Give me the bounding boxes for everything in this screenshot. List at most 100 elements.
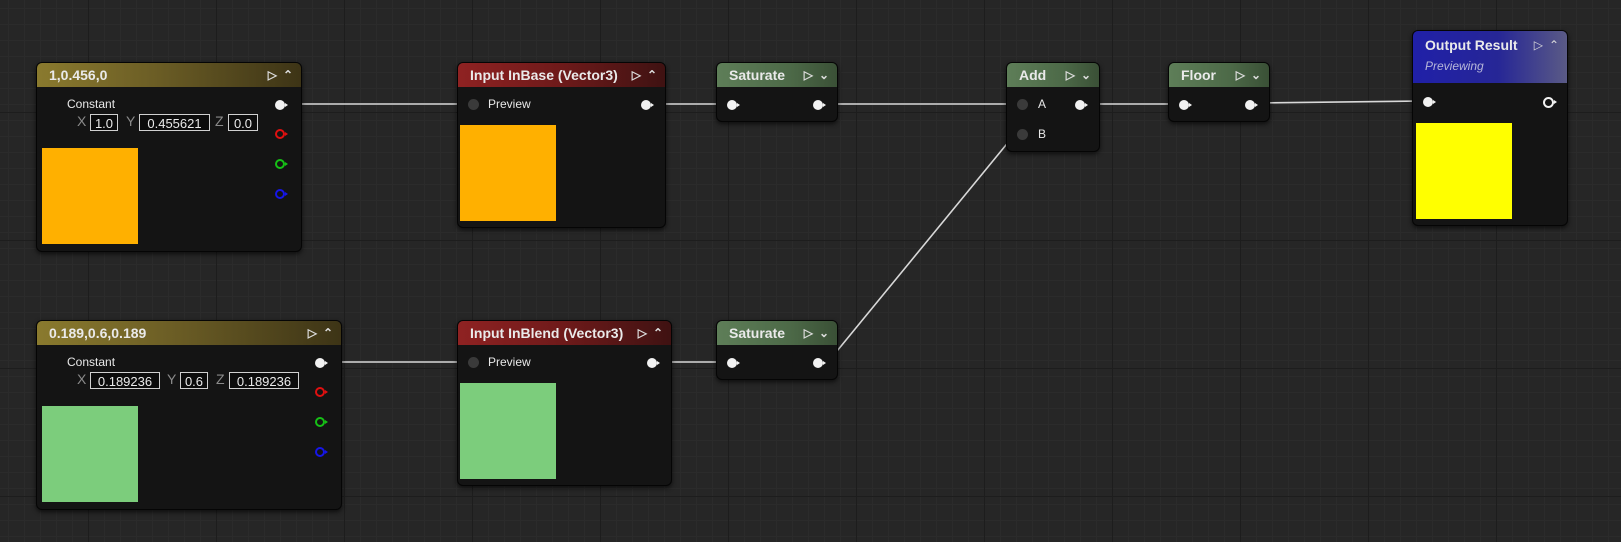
input-pin[interactable] xyxy=(727,100,740,110)
output-pin-rgb[interactable] xyxy=(315,358,328,368)
preview-label: Preview xyxy=(488,97,531,111)
preview-input-pin[interactable] xyxy=(468,357,479,368)
expand-icon[interactable]: ⌄ xyxy=(1080,68,1091,82)
output-pin[interactable] xyxy=(1543,97,1557,108)
header-controls: ▷⌃ xyxy=(626,63,657,87)
output-pin-rgb[interactable] xyxy=(275,100,288,110)
saturate-node-1[interactable]: Saturate ▷⌄ xyxy=(716,62,838,122)
x-axis-label: X xyxy=(77,371,87,387)
node-title: Input InBlend (Vector3) xyxy=(470,325,624,341)
node-title: Add xyxy=(1019,67,1047,83)
node-title: Input InBase (Vector3) xyxy=(470,67,618,83)
header-controls: ▷⌃ xyxy=(302,321,333,345)
header-controls: ▷⌄ xyxy=(798,321,829,345)
wire-floor-to-output xyxy=(1257,100,1423,104)
header-controls: ▷⌄ xyxy=(798,63,829,87)
node-header[interactable]: Saturate ▷⌄ xyxy=(717,321,837,345)
floor-node[interactable]: Floor ▷⌄ xyxy=(1168,62,1270,122)
collapse-icon[interactable]: ⌃ xyxy=(652,326,663,340)
output-pin[interactable] xyxy=(813,358,826,368)
node-header[interactable]: Add ▷⌄ xyxy=(1007,63,1099,87)
collapse-icon[interactable]: ⌃ xyxy=(282,68,293,82)
header-controls: ▷⌃ xyxy=(632,321,663,345)
node-title: 0.189,0.6,0.189 xyxy=(49,325,147,341)
header-controls: ▷⌃ xyxy=(262,63,293,87)
previewing-label: Previewing xyxy=(1425,59,1484,73)
output-pin-g[interactable] xyxy=(315,417,328,427)
node-header[interactable]: Input InBlend (Vector3) ▷⌃ xyxy=(458,321,671,345)
output-pin[interactable] xyxy=(647,358,660,368)
z-value-field[interactable]: 0.0 xyxy=(228,114,258,131)
output-pin[interactable] xyxy=(1245,100,1258,110)
node-title: Floor xyxy=(1181,67,1216,83)
preview-input-pin[interactable] xyxy=(468,99,479,110)
header-controls: ▷⌄ xyxy=(1060,63,1091,87)
color-preview-swatch xyxy=(1416,123,1512,219)
constant-node-1[interactable]: 1,0.456,0 ▷⌃ Constant X 1.0 Y 0.455621 Z… xyxy=(36,62,302,252)
output-pin-b[interactable] xyxy=(275,189,288,199)
y-value-field[interactable]: 0.455621 xyxy=(139,114,210,131)
collapse-icon[interactable]: ⌃ xyxy=(322,326,333,340)
node-title: 1,0.456,0 xyxy=(49,67,108,83)
input-pin-b[interactable] xyxy=(1017,129,1028,140)
input-inbase-node[interactable]: Input InBase (Vector3) ▷⌃ Preview xyxy=(457,62,666,228)
expand-icon[interactable]: ⌄ xyxy=(818,326,829,340)
color-preview-swatch xyxy=(42,148,138,244)
output-pin[interactable] xyxy=(813,100,826,110)
add-node[interactable]: Add ▷⌄ A B xyxy=(1006,62,1100,152)
constant-node-2[interactable]: 0.189,0.6,0.189 ▷⌃ Constant X 0.189236 Y… xyxy=(36,320,342,510)
preview-toggle-icon[interactable]: ▷ xyxy=(637,326,647,340)
z-axis-label: Z xyxy=(215,113,224,129)
node-header[interactable]: Floor ▷⌄ xyxy=(1169,63,1269,87)
node-header[interactable]: 0.189,0.6,0.189 ▷⌃ xyxy=(37,321,341,345)
preview-label: Preview xyxy=(488,355,531,369)
color-preview-swatch xyxy=(42,406,138,502)
y-value-field[interactable]: 0.6 xyxy=(180,372,208,389)
x-value-field[interactable]: 1.0 xyxy=(90,114,118,131)
color-preview-swatch xyxy=(460,125,556,221)
node-title: Output Result xyxy=(1425,37,1518,53)
preview-toggle-icon[interactable]: ▷ xyxy=(1533,38,1543,52)
node-header[interactable]: Saturate ▷⌄ xyxy=(717,63,837,87)
output-pin-b[interactable] xyxy=(315,447,328,457)
output-result-node[interactable]: Output Result Previewing ▷⌃ xyxy=(1412,30,1568,226)
output-pin[interactable] xyxy=(1075,100,1088,110)
output-pin[interactable] xyxy=(641,100,654,110)
saturate-node-2[interactable]: Saturate ▷⌄ xyxy=(716,320,838,380)
collapse-icon[interactable]: ⌃ xyxy=(1548,38,1559,52)
preview-toggle-icon[interactable]: ▷ xyxy=(803,68,813,82)
preview-toggle-icon[interactable]: ▷ xyxy=(803,326,813,340)
node-header[interactable]: 1,0.456,0 ▷⌃ xyxy=(37,63,301,87)
preview-toggle-icon[interactable]: ▷ xyxy=(1235,68,1245,82)
node-header[interactable]: Output Result Previewing ▷⌃ xyxy=(1413,31,1567,83)
x-axis-label: X xyxy=(77,113,87,129)
input-pin[interactable] xyxy=(1179,100,1192,110)
pin-b-label: B xyxy=(1038,127,1047,141)
collapse-icon[interactable]: ⌃ xyxy=(646,68,657,82)
x-value-field[interactable]: 0.189236 xyxy=(90,372,160,389)
output-pin-r[interactable] xyxy=(275,129,288,139)
y-axis-label: Y xyxy=(126,113,136,129)
z-value-field[interactable]: 0.189236 xyxy=(229,372,299,389)
constant-label: Constant xyxy=(67,97,116,111)
expand-icon[interactable]: ⌄ xyxy=(818,68,829,82)
node-title: Saturate xyxy=(729,325,786,341)
z-axis-label: Z xyxy=(216,371,225,387)
preview-toggle-icon[interactable]: ▷ xyxy=(307,326,317,340)
output-pin-g[interactable] xyxy=(275,159,288,169)
preview-toggle-icon[interactable]: ▷ xyxy=(1065,68,1075,82)
y-axis-label: Y xyxy=(167,371,177,387)
preview-toggle-icon[interactable]: ▷ xyxy=(631,68,641,82)
input-pin[interactable] xyxy=(1423,97,1436,107)
node-title: Saturate xyxy=(729,67,786,83)
header-controls: ▷⌃ xyxy=(1528,33,1559,57)
input-inblend-node[interactable]: Input InBlend (Vector3) ▷⌃ Preview xyxy=(457,320,672,486)
expand-icon[interactable]: ⌄ xyxy=(1250,68,1261,82)
output-pin-r[interactable] xyxy=(315,387,328,397)
header-controls: ▷⌄ xyxy=(1230,63,1261,87)
input-pin[interactable] xyxy=(727,358,740,368)
preview-toggle-icon[interactable]: ▷ xyxy=(267,68,277,82)
node-header[interactable]: Input InBase (Vector3) ▷⌃ xyxy=(458,63,665,87)
input-pin-a[interactable] xyxy=(1017,99,1028,110)
pin-a-label: A xyxy=(1038,97,1047,111)
